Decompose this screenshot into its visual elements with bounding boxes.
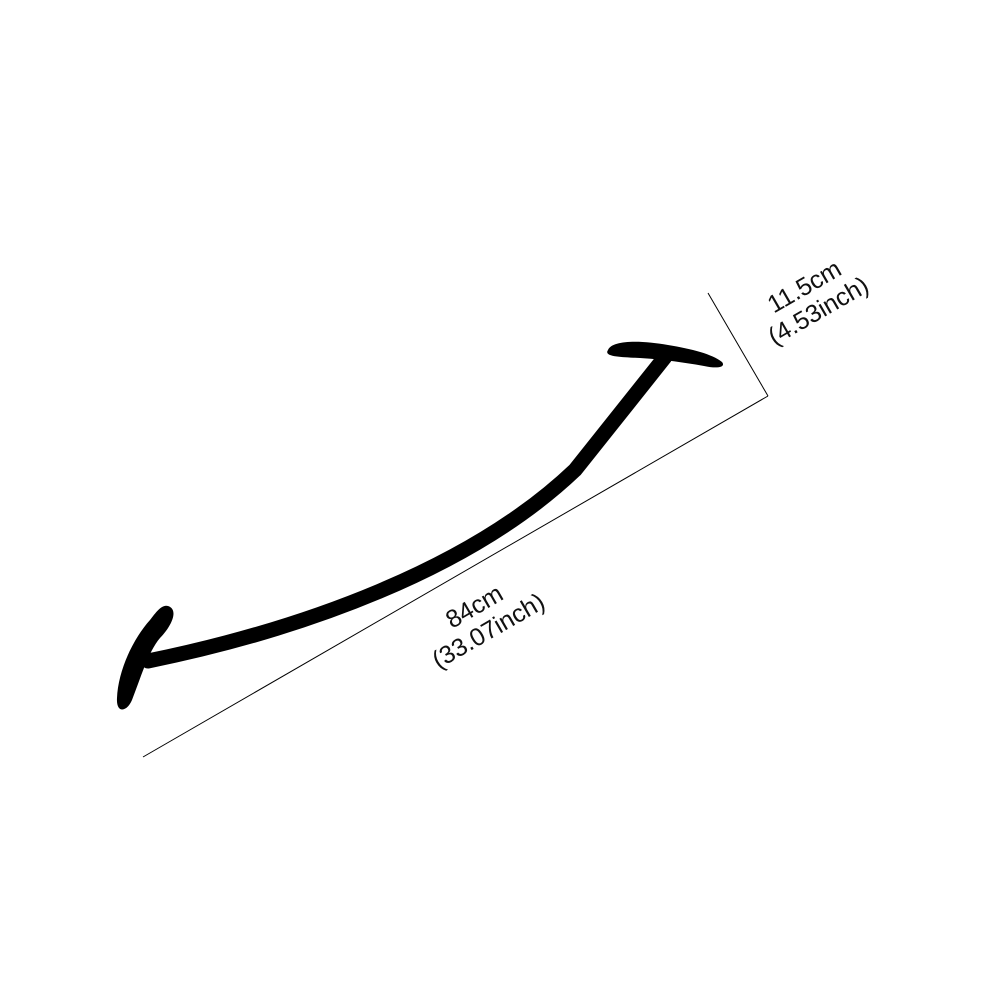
- arrow-shaft: [140, 349, 673, 669]
- height-label: 11.5cm (4.53inch): [763, 255, 874, 351]
- left-arrowhead: [116, 605, 174, 710]
- length-dimension-line: [142, 395, 769, 758]
- length-label: 84cm (33.07inch): [427, 579, 549, 674]
- curved-arrow-shape: [116, 341, 724, 710]
- dimension-lines: [142, 292, 769, 758]
- right-arrowhead: [607, 341, 724, 368]
- height-dimension-line: [707, 292, 769, 397]
